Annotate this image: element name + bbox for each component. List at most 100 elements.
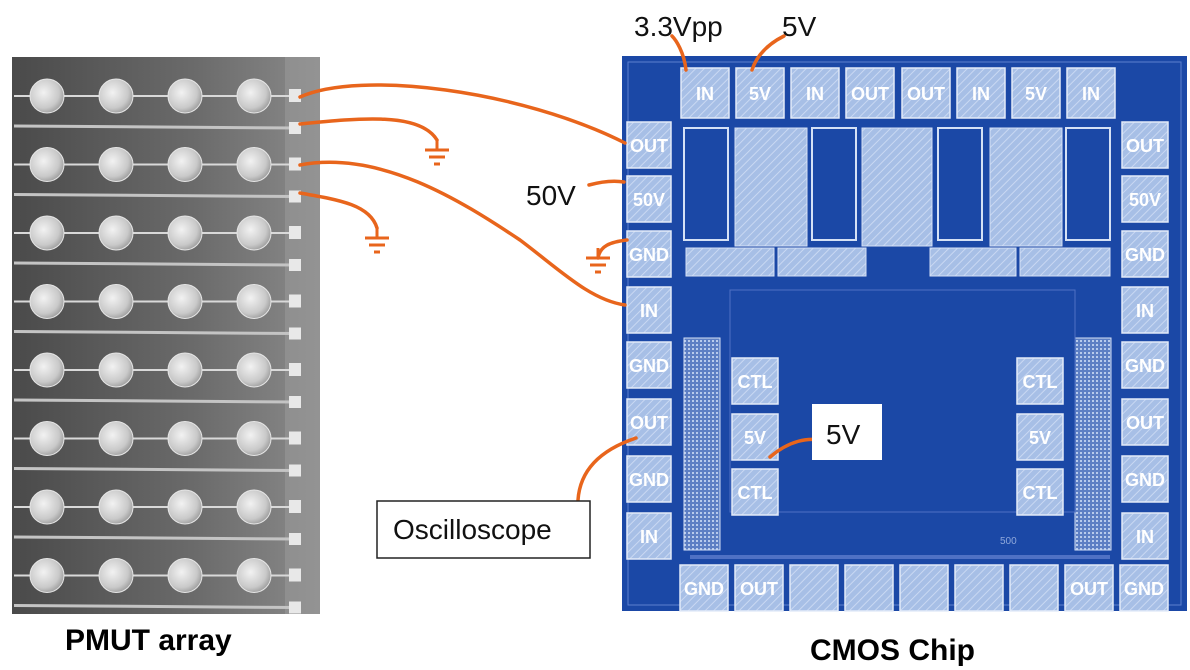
right-pad-label: GND [1125,245,1165,265]
inner-right-pad [1016,413,1064,461]
bottom-pad-label: OUT [1070,579,1108,599]
bottom-pad-label: GND [1124,579,1164,599]
connection-wire [298,160,627,307]
top-pad [845,67,895,119]
pmut-bond-pad [289,89,301,102]
right-pad [1121,455,1169,503]
bottom-pad [1064,564,1114,612]
left-pad-label: IN [640,527,658,547]
core-block [734,127,808,247]
bus-strip [777,247,867,277]
pmut-bond-pad [289,190,301,203]
left-pad-label: GND [629,470,669,490]
pmut-bond-pad [289,601,301,614]
right-pad-label: 50V [1129,190,1161,210]
top-pad-label: IN [696,84,714,104]
top-pad [1011,67,1061,119]
pmut-element [236,352,272,388]
pmut-bond-pad [289,157,301,171]
inner-left-pad [731,357,779,405]
left-pad [626,175,672,223]
label-50v: 50V [526,180,576,211]
caption-pmut-array: PMUT array [65,624,232,657]
left-pad [626,455,672,503]
top-pad-label: OUT [907,84,945,104]
inner-right-pad-label: 5V [1029,428,1051,448]
left-pad-label: GND [629,356,669,376]
connection-wire [750,34,786,72]
cmos-chip-layout: IN 5V IN OUT OUT IN 5V IN GND OUT OUT GND OUT 50V GND I… [622,56,1187,612]
pmut-element [167,78,203,114]
right-pad [1121,175,1169,223]
bottom-pad-label: OUT [740,579,778,599]
pmut-bus-line [13,193,297,198]
bottom-pad [1009,564,1059,612]
pmut-element [167,215,203,251]
label-5v-mid: 5V [826,419,861,450]
label-5v-top: 5V [782,11,817,42]
pmut-element [167,284,203,319]
pmut-bond-pad [289,259,301,271]
pmut-bond-pad [289,122,301,134]
left-pad-label: IN [640,301,658,321]
top-pad-label: 5V [1025,84,1047,104]
right-pad [1121,512,1169,560]
pmut-bond-pad [289,431,301,445]
right-pad [1121,398,1169,446]
label-oscilloscope: Oscilloscope [393,514,552,545]
right-pad-label: GND [1125,470,1165,490]
left-pad-label: 50V [633,190,665,210]
pmut-element [29,284,65,319]
pmut-bond-pad [289,327,301,340]
left-pad-label: OUT [630,136,668,156]
right-pad-label: GND [1125,356,1165,376]
top-pad-label: IN [972,84,990,104]
top-pad [790,67,840,119]
bottom-trace [690,555,1110,559]
pmut-bond-pad [289,294,301,308]
pmut-bus-line [13,398,297,404]
left-pad [626,286,672,334]
top-pad [901,67,951,119]
pmut-element [29,215,65,251]
inner-right-pad [1016,468,1064,516]
pmut-element [236,489,272,525]
pmut-element [167,489,203,525]
pmut-element [167,147,203,182]
top-pad [1066,67,1116,119]
bottom-pad [1119,564,1169,612]
pmut-element [98,352,134,388]
pmut-bus-line [13,535,297,541]
pmut-element [98,421,134,456]
caption-cmos-chip: CMOS Chip [810,634,975,667]
core-block [861,127,933,247]
top-pad-label: IN [806,84,824,104]
pmut-element [98,215,134,251]
pmut-element [236,421,272,456]
pmut-bus-line [13,604,297,609]
pmut-bond-pad [289,464,301,477]
driver-cells [683,127,729,241]
inner-left-pad-label: CTL [738,372,773,392]
label-3-3vpp: 3.3Vpp [634,11,723,42]
pmut-element [29,421,65,456]
pmut-bond-pad [289,363,301,376]
pmut-bond-pad [289,500,301,513]
connection-wire [576,436,638,502]
top-pad [956,67,1006,119]
oscilloscope-box [376,500,591,559]
label-5v-mid-box [812,404,882,460]
right-pad-label: OUT [1126,413,1164,433]
inner-left-pad [731,413,779,461]
top-pad [680,67,730,119]
scale-label: 500 [1000,536,1017,547]
connection-wire [587,179,626,187]
pmut-element [236,147,272,182]
bottom-pad [844,564,894,612]
inner-region-outline [729,289,1076,513]
driver-cells [1065,127,1111,241]
right-pad [1121,230,1169,278]
pmut-bond-pad [289,533,301,545]
pmut-element [236,558,272,593]
